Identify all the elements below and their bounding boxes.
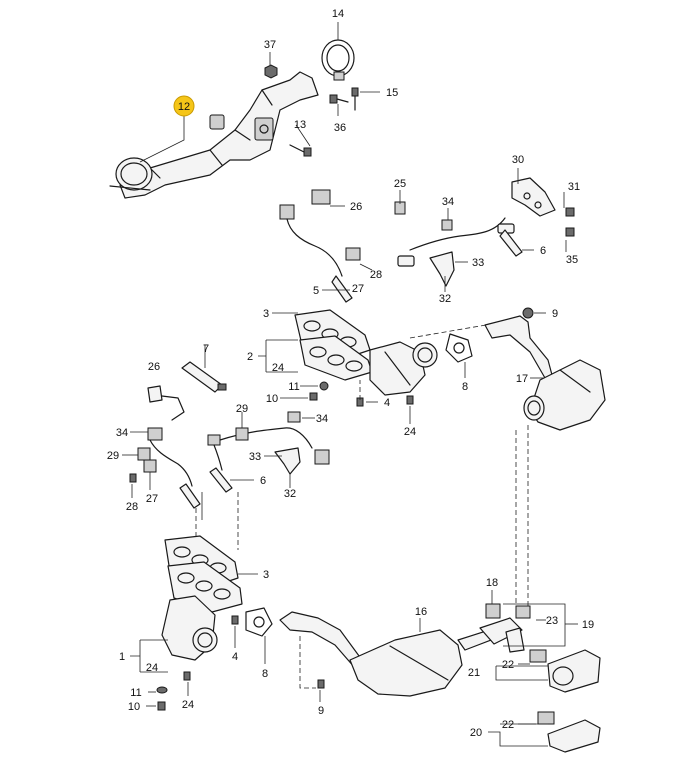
callout-14[interactable]: 14 (332, 8, 344, 20)
callout-4-upper[interactable]: 4 (384, 397, 390, 409)
callout-9-upper[interactable]: 9 (552, 308, 558, 320)
callout-24-lower-bolt[interactable]: 24 (182, 699, 194, 711)
callout-2[interactable]: 2 (247, 351, 253, 363)
gasket-lower[interactable] (245, 607, 273, 637)
callout-11-upper[interactable]: 11 (288, 381, 299, 393)
callout-24-upper-bracket[interactable]: 24 (272, 362, 284, 374)
highlighted-callout-12[interactable]: 12 (173, 95, 195, 117)
rear-muffler[interactable] (484, 315, 606, 431)
oxygen-sensor-upper[interactable] (397, 217, 523, 267)
callout-3-lower[interactable]: 3 (263, 569, 269, 581)
callout-7[interactable]: 7 (203, 343, 209, 355)
callout-13[interactable]: 13 (294, 119, 306, 131)
callout-23[interactable]: 23 (546, 615, 558, 627)
catalytic-converter-lower[interactable] (161, 595, 218, 661)
callout-22-upper[interactable]: 22 (502, 659, 514, 671)
callout-4-lower[interactable]: 4 (232, 651, 238, 663)
callout-16[interactable]: 16 (415, 606, 427, 618)
callout-26-lower[interactable]: 26 (148, 361, 160, 373)
catalytic-converter-upper[interactable] (369, 341, 438, 396)
center-muffler[interactable] (279, 611, 513, 697)
callout-33-upper[interactable]: 33 (472, 257, 484, 269)
oxygen-sensor-left-mid[interactable] (129, 385, 201, 509)
callout-27-upper[interactable]: 27 (352, 283, 364, 295)
sensor-clip[interactable] (394, 201, 455, 287)
callout-34-upper[interactable]: 34 (442, 196, 454, 208)
callout-10-upper[interactable]: 10 (266, 393, 278, 405)
clamp-assembly[interactable] (479, 603, 547, 663)
callout-10-lower[interactable]: 10 (128, 701, 140, 713)
sealant-tube[interactable] (181, 361, 227, 393)
callout-28-lower[interactable]: 28 (126, 501, 138, 513)
nut[interactable] (264, 64, 278, 79)
callout-6-upper[interactable]: 6 (540, 245, 546, 257)
callout-29-left[interactable]: 29 (107, 450, 119, 462)
callout-6-lower[interactable]: 6 (260, 475, 266, 487)
callout-29-center[interactable]: 29 (236, 403, 248, 415)
callout-32-lower[interactable]: 32 (284, 488, 296, 500)
bracket-assembly[interactable] (109, 71, 319, 199)
mounting-bracket[interactable] (511, 177, 556, 217)
callout-21[interactable]: 21 (468, 667, 480, 679)
callout-22-lower[interactable]: 22 (502, 719, 514, 731)
callout-24-lower-bracket[interactable]: 24 (146, 662, 158, 674)
callout-labels: 14 37 15 36 13 30 31 35 25 26 34 28 27 5… (107, 8, 594, 739)
callout-34-center[interactable]: 34 (316, 413, 328, 425)
callout-30[interactable]: 30 (512, 154, 524, 166)
callout-9-lower[interactable]: 9 (318, 705, 324, 717)
callout-20[interactable]: 20 (470, 727, 482, 739)
callout-8-lower[interactable]: 8 (262, 668, 268, 680)
tailpipe-tip[interactable] (547, 649, 601, 693)
callout-27-lower[interactable]: 27 (146, 493, 158, 505)
callout-32-upper[interactable]: 32 (439, 293, 451, 305)
callout-15[interactable]: 15 (386, 87, 398, 99)
bolt[interactable] (289, 87, 359, 157)
callout-37[interactable]: 37 (264, 39, 276, 51)
callout-17[interactable]: 17 (516, 373, 528, 385)
callout-26-upper[interactable]: 26 (350, 201, 362, 213)
callout-19[interactable]: 19 (582, 619, 594, 631)
callout-33-center[interactable]: 33 (249, 451, 261, 463)
callout-11-lower[interactable]: 11 (130, 687, 141, 699)
callout-3-upper[interactable]: 3 (263, 308, 269, 320)
callout-31[interactable]: 31 (568, 181, 580, 193)
clamp-ring[interactable] (321, 39, 355, 81)
callout-28-upper[interactable]: 28 (370, 269, 382, 281)
gasket[interactable] (445, 333, 473, 363)
oxygen-sensor-center[interactable] (207, 411, 330, 493)
callout-34-left[interactable]: 34 (116, 427, 128, 439)
callout-1[interactable]: 1 (119, 651, 125, 663)
callout-18[interactable]: 18 (486, 577, 498, 589)
callout-25[interactable]: 25 (394, 178, 406, 190)
callout-36[interactable]: 36 (334, 122, 346, 134)
exhaust-manifold-upper[interactable] (294, 309, 373, 381)
callout-24-upper-bolt[interactable]: 24 (404, 426, 416, 438)
callout-5[interactable]: 5 (313, 285, 319, 297)
callout-number: 12 (178, 101, 190, 113)
callout-8-upper[interactable]: 8 (462, 381, 468, 393)
oxygen-sensor-left-upper[interactable] (279, 189, 361, 303)
callout-35[interactable]: 35 (566, 254, 578, 266)
